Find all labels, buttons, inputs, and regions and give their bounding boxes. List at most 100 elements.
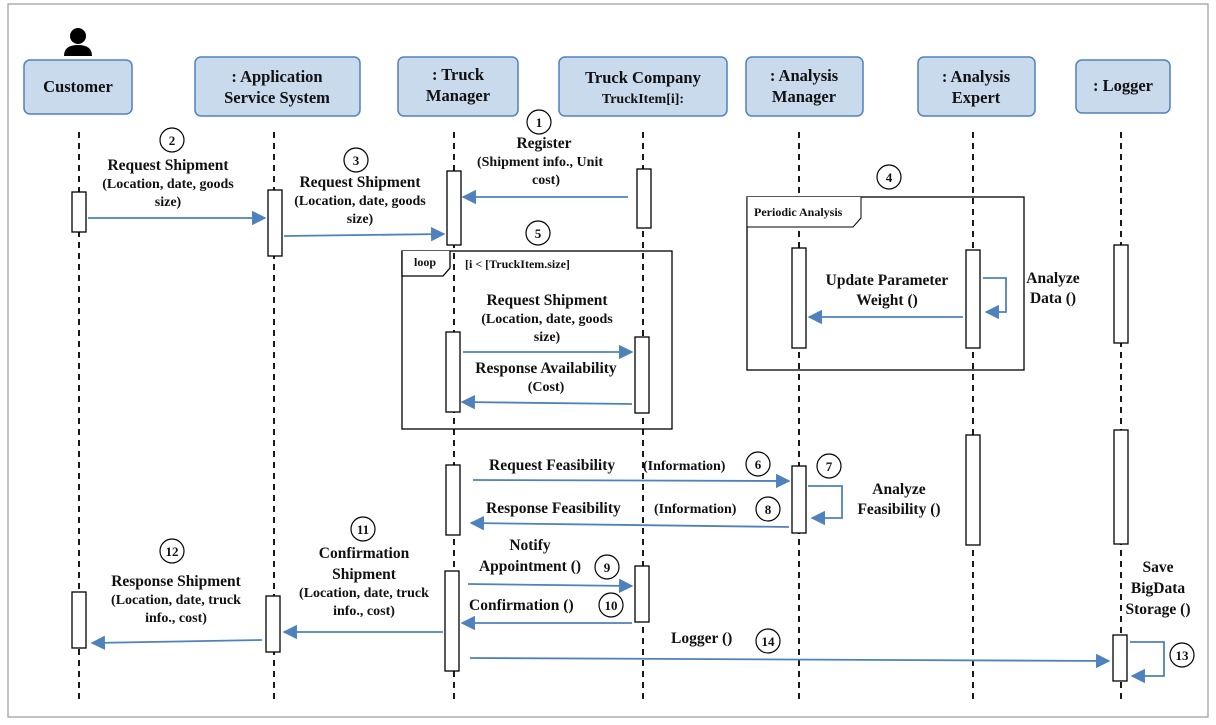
participant-customer: Customer xyxy=(23,59,133,115)
svg-text:Response Feasibility: Response Feasibility xyxy=(486,500,621,517)
label-update-parameter-weight: Update Parameter Weight () xyxy=(826,272,949,309)
participant-customer-line-1: Customer xyxy=(43,77,113,96)
svg-text:(Location, date, goods: (Location, date, goods xyxy=(481,312,613,327)
periodic-analysis-tag: Periodic Analysis xyxy=(754,205,843,219)
svg-text:3: 3 xyxy=(353,153,360,168)
participant-analysis-manager-line-2: Manager xyxy=(772,87,836,106)
svg-text:Analyze: Analyze xyxy=(1026,270,1080,287)
svg-text:(Location, date, truck: (Location, date, truck xyxy=(111,593,241,608)
svg-text:(Location, date, goods: (Location, date, goods xyxy=(102,177,234,192)
label-response-shipment: Response Shipment (Location, date, truck… xyxy=(111,573,242,626)
svg-text:Data (): Data () xyxy=(1030,290,1076,307)
svg-text:Confirmation: Confirmation xyxy=(319,545,410,562)
label-request-shipment-loop: Request Shipment (Location, date, goods … xyxy=(481,292,613,345)
participant-analysis-manager: : Analysis Manager xyxy=(745,56,864,117)
svg-text:(Cost): (Cost) xyxy=(528,380,565,395)
svg-text:BigData: BigData xyxy=(1131,580,1186,597)
svg-text:Request Shipment: Request Shipment xyxy=(299,174,421,191)
step-circle-11: 11 xyxy=(350,516,376,542)
activation-app-1 xyxy=(267,189,283,257)
svg-text:2: 2 xyxy=(169,133,176,148)
svg-text:13: 13 xyxy=(1176,648,1190,663)
participant-truck-manager: : Truck Manager xyxy=(397,56,519,117)
svg-text:Analyze: Analyze xyxy=(872,481,926,498)
label-response-feasibility: Response Feasibility (Information) xyxy=(486,500,737,517)
label-request-shipment-3: Request Shipment (Location, date, goods … xyxy=(294,174,426,227)
person-icon xyxy=(64,28,92,56)
svg-text:Save: Save xyxy=(1143,559,1174,576)
step-circle-1: 1 xyxy=(526,109,552,135)
activation-truck-manager-3 xyxy=(445,464,461,536)
arrow-save-bigdata-self xyxy=(1130,641,1165,684)
svg-text:9: 9 xyxy=(604,560,611,575)
step-circle-2: 2 xyxy=(159,127,185,153)
svg-text:(Shipment info., Unit: (Shipment info., Unit xyxy=(477,155,603,170)
arrow-response-shipment xyxy=(90,635,263,650)
step-circle-7: 7 xyxy=(816,453,842,479)
label-logger: Logger () xyxy=(671,630,732,647)
activation-analysis-expert-2 xyxy=(965,434,981,546)
svg-text:size): size) xyxy=(155,195,182,210)
step-circle-14: 14 xyxy=(755,628,781,654)
svg-text:10: 10 xyxy=(605,598,618,613)
outer-border xyxy=(7,3,1209,718)
arrow-analyze-feasibility-self xyxy=(808,485,843,526)
activation-analysis-expert-1 xyxy=(965,249,981,349)
svg-text:Confirmation (): Confirmation () xyxy=(469,597,574,614)
participant-logger: : Logger xyxy=(1075,59,1171,114)
svg-text:Storage (): Storage () xyxy=(1126,601,1191,618)
svg-text:Notify: Notify xyxy=(509,537,551,554)
participant-truck-company-line-2: TruckItem[i]: xyxy=(602,92,684,107)
svg-text:info., cost): info., cost) xyxy=(333,604,395,619)
svg-text:size): size) xyxy=(534,330,561,345)
step-circle-5: 5 xyxy=(525,220,551,246)
activation-app-2 xyxy=(265,595,281,653)
label-register: Register (Shipment info., Unit cost) xyxy=(477,135,603,188)
svg-text:Logger (): Logger () xyxy=(671,630,732,647)
svg-text:Request Shipment: Request Shipment xyxy=(107,157,229,174)
participant-truck-company-line-1: Truck Company xyxy=(585,68,701,87)
step-circle-3: 3 xyxy=(343,147,369,173)
activation-customer-1 xyxy=(71,191,87,233)
label-save-bigdata: Save BigData Storage () xyxy=(1126,559,1191,618)
svg-text:4: 4 xyxy=(886,170,893,185)
label-request-feasibility: Request Feasibility (Information) xyxy=(489,457,726,474)
label-notify-appointment: Notify Appointment () xyxy=(479,537,581,575)
arrow-response-availability xyxy=(460,394,633,410)
activation-truck-manager-1 xyxy=(446,170,462,246)
activation-logger-2 xyxy=(1113,429,1129,545)
activation-analysis-manager-1 xyxy=(791,247,807,349)
svg-text:8: 8 xyxy=(765,502,772,517)
participant-analysis-manager-line-1: : Analysis xyxy=(770,66,839,85)
svg-text:6: 6 xyxy=(755,457,762,472)
arrow-request-shipment-app xyxy=(283,226,446,242)
arrow-response-feasibility xyxy=(469,515,790,531)
participant-logger-line-1: : Logger xyxy=(1093,76,1153,95)
step-circle-12: 12 xyxy=(159,538,185,564)
arrow-analyze-data-self xyxy=(983,277,1007,320)
participant-truck-manager-line-2: Manager xyxy=(426,86,490,105)
loop-frame-tag: loop xyxy=(414,255,436,269)
participant-truck-manager-line-1: : Truck xyxy=(432,65,485,84)
svg-text:Response Availability: Response Availability xyxy=(475,360,617,377)
activation-truck-company-1 xyxy=(636,168,652,229)
label-response-availability: Response Availability (Cost) xyxy=(475,360,617,395)
arrow-request-feasibility xyxy=(472,473,791,489)
svg-text:(Information): (Information) xyxy=(654,502,737,517)
svg-text:12: 12 xyxy=(166,544,179,559)
activation-truck-company-2 xyxy=(634,336,650,414)
loop-frame-guard: [i < [TruckItem.size] xyxy=(465,257,570,271)
activation-logger-1 xyxy=(1113,244,1129,344)
loop-frame: loop [i < [TruckItem.size] xyxy=(401,250,673,430)
label-analyze-feasibility: Analyze Feasibility () xyxy=(857,481,940,518)
step-circle-8: 8 xyxy=(755,496,781,522)
svg-text:info., cost): info., cost) xyxy=(145,611,207,626)
svg-text:1: 1 xyxy=(536,115,543,130)
label-analyze-data: Analyze Data () xyxy=(1026,270,1080,307)
participant-analysis-expert-line-2: Expert xyxy=(952,88,1001,107)
svg-text:Register: Register xyxy=(516,135,571,152)
step-circle-10: 10 xyxy=(598,592,624,618)
svg-text:Request Feasibility: Request Feasibility xyxy=(489,457,615,474)
step-circle-13: 13 xyxy=(1169,642,1195,668)
